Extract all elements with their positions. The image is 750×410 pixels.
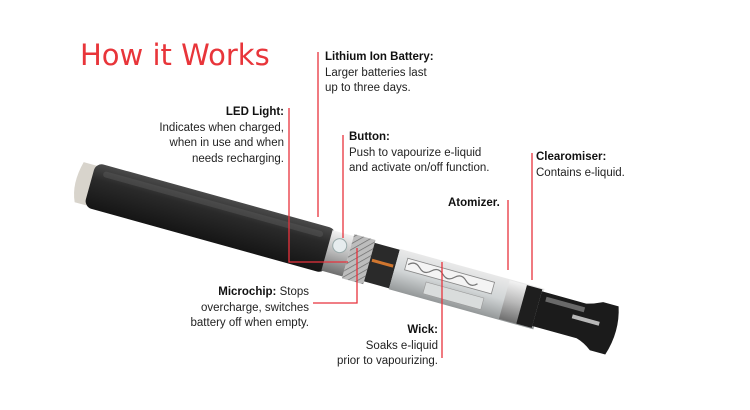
label-text: when in use and when — [169, 137, 284, 149]
wick-coil — [407, 262, 478, 286]
diagram-title: How it Works — [80, 38, 270, 72]
label-text: needs recharging. — [191, 152, 284, 165]
label-text: prior to vapourizing. — [337, 355, 438, 367]
label-heading: Button: — [349, 131, 390, 143]
label-text: overcharge, switches — [200, 301, 309, 314]
label-text: up to three days. — [325, 82, 411, 94]
label-heading: Atomizer. — [448, 197, 500, 209]
label-heading: Lithium Ion Battery: — [325, 51, 434, 63]
label-led-light: LED Light: Indicates when charged, when … — [140, 105, 284, 167]
label-text: Larger batteries last — [325, 66, 427, 79]
label-text: Push to vapourize e-liquid — [349, 146, 482, 159]
label-text: and activate on/off function. — [349, 162, 490, 174]
label-microchip: Microchip: Stops overcharge, switches ba… — [150, 285, 309, 332]
label-heading: LED Light: — [225, 106, 284, 118]
label-text: Soaks e-liquid — [365, 339, 438, 352]
label-button: Button: Push to vapourize e-liquid and a… — [349, 130, 489, 177]
label-text: battery off when empty. — [190, 317, 309, 329]
label-heading: Microchip: — [218, 286, 277, 298]
label-text: Indicates when charged, — [159, 121, 284, 134]
leader-lines — [288, 52, 533, 358]
leader-led — [288, 108, 348, 263]
battery-body — [85, 164, 336, 272]
e-cigarette — [74, 162, 619, 355]
label-wick: Wick: Soaks e-liquid prior to vapourizin… — [330, 323, 438, 370]
label-heading: Clearomiser: — [536, 151, 607, 163]
button — [332, 238, 348, 254]
label-atomizer: Atomizer. — [448, 196, 500, 212]
label-clearomiser: Clearomiser: Contains e-liquid. — [536, 150, 625, 181]
end-cap — [74, 162, 98, 206]
atomizer-collar — [498, 280, 527, 324]
leader-microchip — [313, 248, 358, 304]
label-lithium-ion-battery: Lithium Ion Battery: Larger batteries la… — [325, 50, 434, 97]
label-text: Stops — [276, 286, 309, 298]
connector-knurl — [342, 234, 376, 285]
label-text: Contains e-liquid. — [536, 166, 625, 179]
drip-tip — [532, 291, 619, 355]
label-heading: Wick: — [407, 324, 438, 336]
